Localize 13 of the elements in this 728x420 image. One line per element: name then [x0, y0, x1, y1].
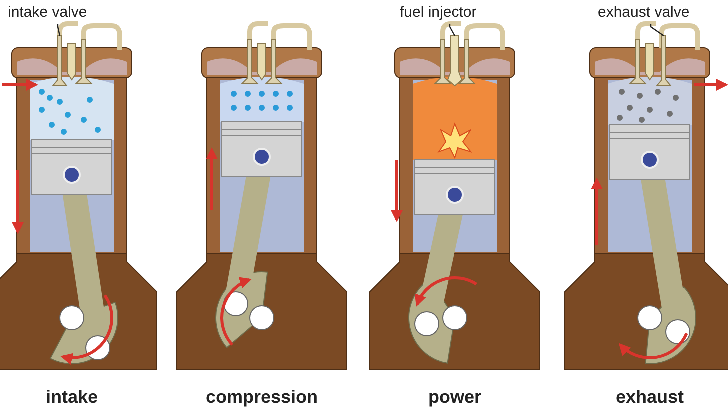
valve	[52, 36, 68, 86]
leader-line	[650, 24, 664, 36]
valve	[656, 36, 672, 86]
fuel-injector	[447, 36, 463, 87]
leader-line	[449, 24, 456, 36]
stage-caption: compression	[204, 386, 320, 408]
part-label: intake valve	[8, 4, 88, 22]
part-label: exhaust valve	[598, 4, 690, 22]
part-label: fuel injector	[400, 4, 477, 22]
stage-caption: power	[427, 386, 482, 408]
leader-line	[57, 24, 61, 36]
stage-caption: intake	[44, 386, 100, 408]
stage-caption: exhaust	[614, 386, 686, 408]
